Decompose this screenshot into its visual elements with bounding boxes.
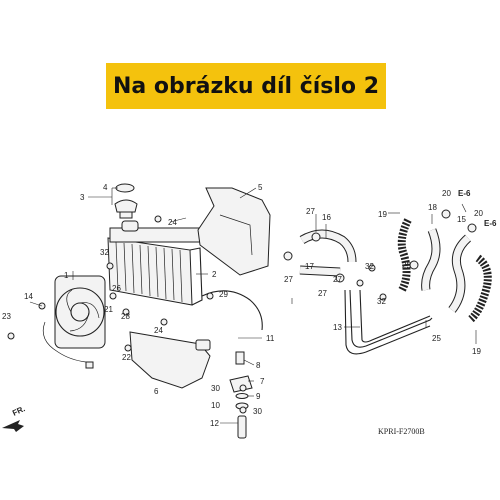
callout-30-a: 30 (211, 384, 220, 393)
coolant-pipes (344, 289, 433, 355)
callout-5: 5 (258, 183, 263, 192)
radiator (107, 220, 203, 306)
callout-18: 18 (428, 203, 437, 212)
front-direction-arrow: FR. (2, 404, 27, 432)
callout-12: 12 (210, 419, 219, 428)
callout-20-left: 20 (442, 189, 451, 198)
callout-19-right: 19 (472, 347, 481, 356)
part-number-banner: Na obrázku díl číslo 2 (106, 63, 386, 109)
callout-labels: 1 2 3 4 5 6 7 8 9 10 11 12 13 14 15 16 1… (2, 183, 497, 428)
corrugated-hose-left (397, 218, 412, 292)
radiator-shroud (197, 187, 271, 276)
corrugated-hose-right (467, 254, 492, 324)
callout-27-right: 27 (333, 275, 342, 284)
radiator-cap (114, 183, 138, 219)
callout-28: 28 (121, 312, 130, 321)
callout-32-right: 32 (365, 262, 374, 271)
callout-32-left: 32 (100, 248, 109, 257)
banner-title: Na obrázku díl číslo 2 (112, 73, 380, 99)
direction-label: FR. (11, 404, 26, 418)
callout-27-mid: 27 (284, 275, 293, 284)
callout-4: 4 (103, 183, 108, 192)
callout-1: 1 (64, 271, 69, 280)
ref-e6-right: E-6 (484, 219, 497, 228)
callout-20-right: 20 (474, 209, 483, 218)
callout-15: 15 (457, 215, 466, 224)
callout-24-bottom: 24 (154, 326, 163, 335)
callout-10: 10 (211, 401, 220, 410)
callout-8: 8 (256, 361, 261, 370)
reserve-tank (129, 331, 211, 389)
ref-e6-left: E-6 (458, 189, 471, 198)
callout-7: 7 (260, 377, 265, 386)
bleeder-assembly (229, 351, 253, 439)
callout-25-mid: 25 (402, 261, 411, 270)
callout-6: 6 (154, 387, 159, 396)
callout-26: 26 (112, 284, 121, 293)
callout-27-top: 27 (306, 207, 315, 216)
callout-3: 3 (80, 193, 85, 202)
callout-9: 9 (256, 392, 261, 401)
callout-11: 11 (266, 334, 275, 343)
callout-25-bottom: 25 (432, 334, 441, 343)
leader-lines (29, 187, 477, 424)
callout-14: 14 (24, 292, 33, 301)
callout-17: 17 (305, 262, 314, 271)
callout-19-left: 19 (378, 210, 387, 219)
overflow-hose (201, 290, 263, 331)
callout-23: 23 (2, 312, 11, 321)
callout-2: 2 (212, 270, 217, 279)
diagram-code: KPRI-F2700B (378, 427, 425, 436)
hoses-15-18 (421, 228, 472, 313)
callout-29: 29 (219, 290, 228, 299)
callout-16: 16 (322, 213, 331, 222)
callout-22: 22 (122, 353, 131, 362)
callout-24-top: 24 (168, 218, 177, 227)
fasteners (7, 209, 477, 414)
callout-13: 13 (333, 323, 342, 332)
callout-32-low: 32 (377, 297, 386, 306)
callout-27-low: 27 (318, 289, 327, 298)
cooling-fan (42, 275, 106, 369)
callout-21: 21 (104, 305, 113, 314)
callout-30-b: 30 (253, 407, 262, 416)
